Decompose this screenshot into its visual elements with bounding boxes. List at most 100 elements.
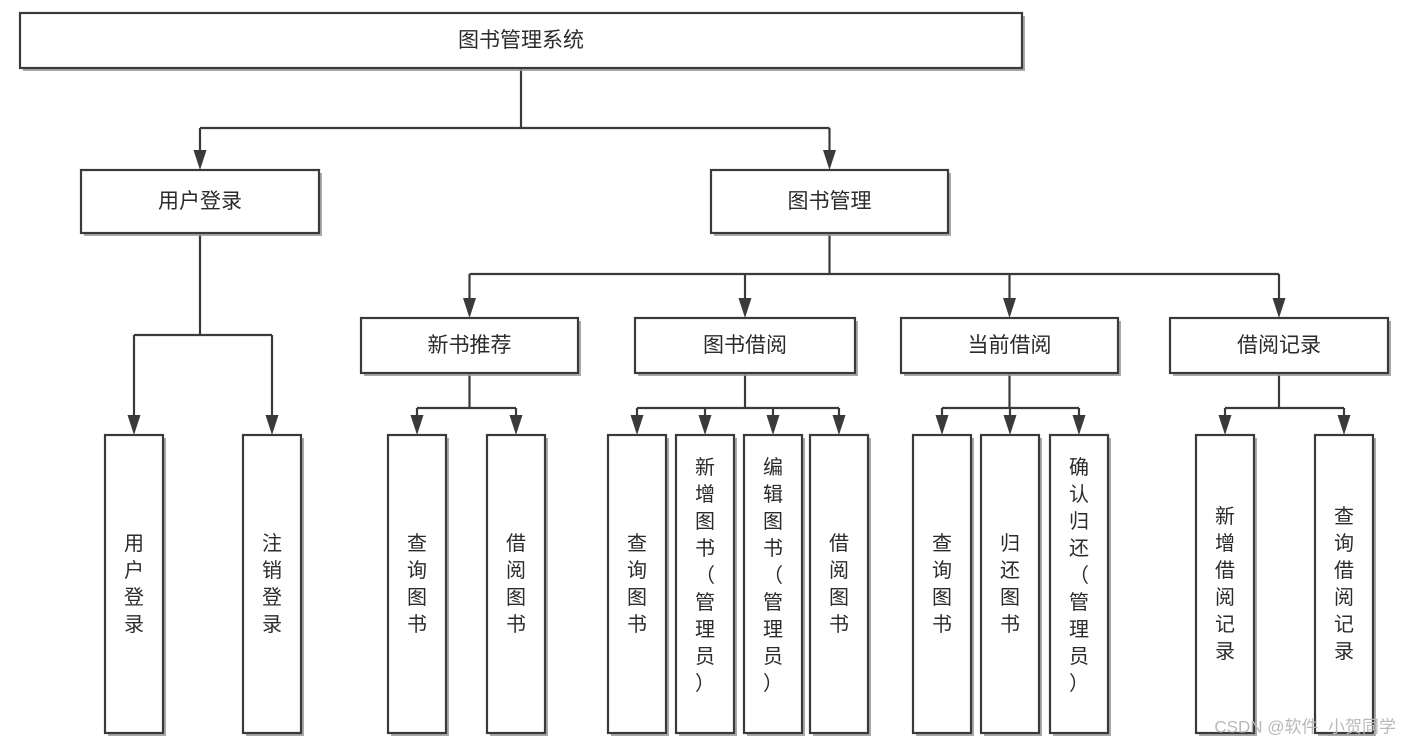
node-label-char: ） [763,672,783,695]
node-book-borrow[interactable]: 图书借阅 [633,316,858,376]
node-label-char: 确 [1069,456,1089,479]
node-label-char: 图 [932,587,952,609]
node-rect[interactable] [1168,316,1390,375]
arrow-head-icon [1072,415,1086,435]
node-rect[interactable] [674,433,736,735]
node-label-char: 阅 [829,559,849,582]
node-label-char: 查 [932,532,952,555]
node-label-char: 询 [407,559,427,582]
watermark-layer: CSDN @软件_小贺同学 [1214,717,1396,736]
csdn-watermark: CSDN @软件_小贺同学 [1214,717,1396,736]
node-label-char: 认 [1069,483,1089,506]
node-label-char: 图 [695,511,715,533]
node-rect[interactable] [79,168,321,235]
node-label-char: 户 [124,559,144,582]
node-label: 用户登录 [158,190,242,213]
node-label-char: 归 [1000,532,1020,555]
node-label-char: （ [1069,564,1089,587]
node-label-char: 归 [1069,510,1089,533]
arrow-head-icon [509,415,523,435]
node-label-char: 书 [506,613,526,636]
node-user-login[interactable]: 用户登录 [79,168,322,236]
node-label-char: 增 [1215,532,1235,555]
node-rect[interactable] [485,433,547,735]
node-rect[interactable] [633,316,857,375]
node-label-char: 书 [695,537,715,560]
node-label: 新书推荐 [428,334,512,357]
node-label-char: 理 [1069,619,1089,641]
node-label-char: 查 [627,532,647,555]
node-label-char: 查 [407,532,427,555]
node-leaf-user-login[interactable]: 用户登录 [103,433,166,736]
node-label-char: 书 [1000,613,1020,636]
arrow-head-icon [265,415,279,435]
node-label-char: 录 [124,614,144,636]
node-rect[interactable] [241,433,303,735]
node-rect[interactable] [18,11,1024,70]
node-current-borrow[interactable]: 当前借阅 [899,316,1121,376]
node-rect[interactable] [979,433,1041,735]
node-label-char: 阅 [1215,586,1235,609]
node-label-char: 管 [763,591,783,614]
node-rect[interactable] [103,433,165,735]
node-label-char: 书 [627,613,647,636]
node-label-char: 书 [829,613,849,636]
node-label-char: 询 [932,559,952,582]
arrow-head-icon [1218,415,1232,435]
node-label-char: 阅 [1334,586,1354,609]
node-label-char: 图 [627,587,647,609]
node-label-char: 借 [506,532,526,555]
node-rect[interactable] [709,168,950,235]
node-label-char: 用 [124,533,144,555]
node-label-char: 记 [1334,613,1354,636]
node-rect[interactable] [386,433,448,735]
node-label-char: 图 [506,587,526,609]
node-new-book-recommend[interactable]: 新书推荐 [359,316,581,376]
node-rect[interactable] [808,433,870,735]
node-borrow-record[interactable]: 借阅记录 [1168,316,1391,376]
arrow-head-icon [1003,415,1017,435]
node-label: 当前借阅 [968,334,1052,357]
node-label-char: 借 [829,532,849,555]
node-label-char: 借 [1334,559,1354,582]
node-label-char: 员 [1069,646,1089,668]
node-label-char: 书 [932,613,952,636]
node-rect[interactable] [742,433,804,735]
node-rect[interactable] [1048,433,1110,735]
node-label-char: 图 [829,587,849,609]
node-root[interactable]: 图书管理系统 [18,11,1025,71]
arrow-head-icon [463,298,476,318]
node-rect[interactable] [359,316,580,375]
node-book-manage[interactable]: 图书管理 [709,168,951,236]
node-label-char: 新 [695,456,715,479]
node-label-char: 增 [695,483,715,506]
node-label-char: 理 [763,619,783,641]
node-label: 图书管理 [788,190,872,213]
node-rect[interactable] [1313,433,1375,735]
node-rect[interactable] [911,433,973,735]
node-label-char: 管 [695,591,715,614]
node-label-char: 辑 [763,483,783,506]
node-label-char: （ [695,564,715,587]
node-label-char: 登 [124,586,144,609]
node-rect[interactable] [1194,433,1256,735]
node-label: 图书借阅 [703,334,787,357]
node-label-char: （ [763,564,783,587]
node-rect[interactable] [899,316,1120,375]
node-rect[interactable] [606,433,668,735]
arrow-head-icon [193,150,207,170]
